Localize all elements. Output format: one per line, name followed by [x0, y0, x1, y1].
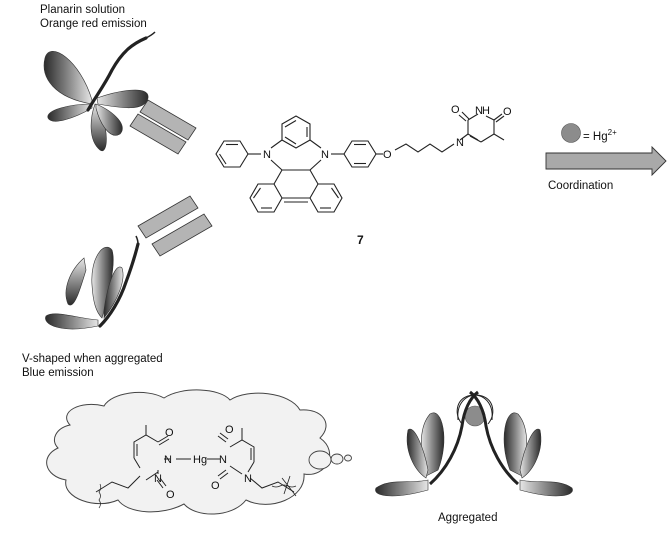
v-shaped-label: V-shaped when aggregated: [22, 353, 163, 365]
complex-n-2: N: [154, 473, 162, 485]
complex-o-2: O: [166, 489, 175, 501]
complex-hg: Hg: [193, 454, 207, 466]
planarin-solution-label: Planarin solution: [40, 4, 126, 16]
v-shaped-butterfly: [45, 195, 213, 330]
atom-o-thymine-1: O: [451, 104, 460, 116]
atom-n-thymine: N: [456, 137, 464, 149]
atom-o-thymine-2: O: [503, 106, 512, 118]
aggregated-butterflies: [375, 390, 573, 497]
thought-cloud: [46, 389, 352, 515]
atom-n-right: N: [321, 149, 329, 161]
aggregated-label: Aggregated: [438, 512, 498, 524]
atom-h-thymine: H: [482, 105, 490, 117]
atom-o-ether: O: [383, 149, 392, 161]
compound-number: 7: [357, 233, 364, 247]
molecule-7-atoms: N N O N O N H O: [263, 104, 512, 161]
hg-ion-symbol: [561, 123, 581, 143]
complex-n-4: N: [244, 473, 252, 485]
t-hg-t-complex: [95, 425, 297, 509]
hg-legend-charge: 2+: [607, 128, 617, 137]
t-hg-t-atoms: O N N O Hg N O N O: [154, 424, 252, 501]
orange-red-emission-label: Orange red emission: [40, 18, 147, 30]
complex-n-1: N: [164, 454, 172, 466]
complex-n-3: N: [219, 454, 227, 466]
atom-n-thymine-2: N: [475, 105, 483, 117]
coordination-arrow: [545, 145, 667, 177]
coordination-label: Coordination: [548, 180, 614, 192]
blue-emission-label: Blue emission: [22, 367, 94, 379]
hg-legend-text: = Hg2+: [583, 126, 617, 144]
planar-linker-bars: [129, 99, 197, 155]
complex-o-3: O: [225, 424, 234, 436]
complex-o-4: O: [211, 480, 220, 492]
planar-butterfly: [43, 31, 156, 152]
complex-o-1: O: [165, 427, 174, 439]
atom-n-left: N: [263, 149, 271, 161]
molecule-7: [215, 111, 505, 213]
hg-legend-main: = Hg: [583, 130, 608, 143]
